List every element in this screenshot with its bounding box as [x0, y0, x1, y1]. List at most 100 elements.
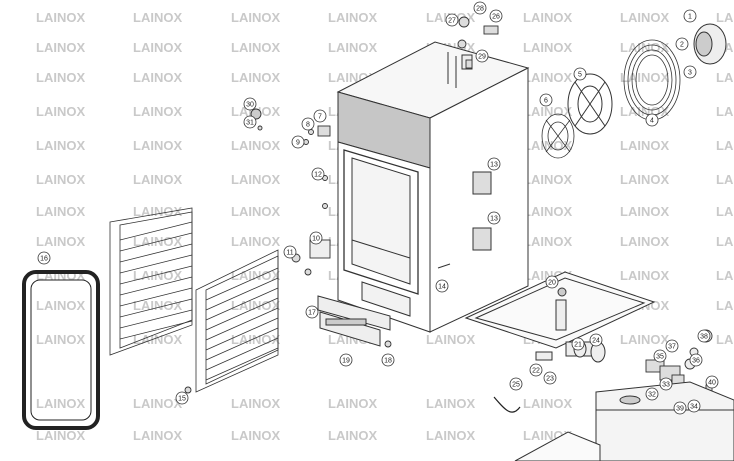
part-number-38: 38 — [697, 329, 711, 343]
balloon-circle — [573, 67, 587, 81]
watermark-text: LAINOX — [716, 204, 734, 219]
balloon-circle — [673, 401, 687, 415]
watermark-text: LAINOX — [426, 396, 475, 411]
balloon-label: 6 — [544, 98, 548, 105]
balloon-label: 8 — [306, 122, 310, 129]
balloon-circle — [645, 113, 659, 127]
hinge-parts — [184, 108, 392, 394]
balloon-circle — [301, 117, 315, 131]
balloon-label: 38 — [700, 334, 708, 341]
watermark-text: LAINOX — [133, 104, 182, 119]
balloon-label: 34 — [690, 404, 698, 411]
watermark-text: LAINOX — [716, 298, 734, 313]
rack-slat — [119, 221, 193, 241]
watermark-text: LAINOX — [36, 298, 85, 313]
part-number-18: 18 — [381, 353, 395, 367]
bottom-panel — [514, 431, 601, 461]
top-fittings — [457, 16, 499, 69]
balloon-label: 35 — [656, 354, 664, 361]
part-number-34: 34 — [687, 399, 701, 413]
balloon-circle — [689, 353, 703, 367]
part-number-39: 39 — [673, 401, 687, 415]
balloon-circle — [509, 377, 523, 391]
balloon-label: 17 — [308, 310, 316, 317]
part-number-14: 14 — [435, 279, 449, 293]
balloon-label: 37 — [668, 344, 676, 351]
watermark-text: LAINOX — [133, 10, 182, 25]
part-number-37: 37 — [665, 339, 679, 353]
part-number-35: 35 — [653, 349, 667, 363]
watermark-text: LAINOX — [231, 70, 280, 85]
rack-slat — [119, 232, 193, 252]
balloon-label: 24 — [592, 338, 600, 345]
part-number-2: 2 — [675, 37, 689, 51]
part-number-31: 31 — [243, 115, 257, 129]
balloon-label: 2 — [680, 42, 684, 49]
watermark-text: LAINOX — [231, 396, 280, 411]
balloon-circle — [175, 391, 189, 405]
balloon-label: 14 — [438, 284, 446, 291]
watermark-text: LAINOX — [36, 138, 85, 153]
watermark-text: LAINOX — [231, 428, 280, 443]
fan-guard — [541, 113, 575, 159]
part-number-17: 17 — [305, 305, 319, 319]
balloon-label: 30 — [246, 102, 254, 109]
watermark-text: LAINOX — [231, 234, 280, 249]
part-number-36: 36 — [689, 353, 703, 367]
watermark-text: LAINOX — [36, 396, 85, 411]
rack-slat — [119, 243, 193, 263]
part-number-9: 9 — [291, 135, 305, 149]
watermark-text: LAINOX — [231, 10, 280, 25]
part-number-40: 40 — [705, 375, 719, 389]
watermark-text: LAINOX — [133, 40, 182, 55]
balloon-label: 32 — [648, 392, 656, 399]
balloon-label: 26 — [492, 14, 500, 21]
rack-slat — [205, 267, 279, 301]
balloon-circle — [435, 279, 449, 293]
watermark-text: LAINOX — [133, 332, 182, 347]
watermark-text: LAINOX — [133, 70, 182, 85]
rack-slat — [205, 327, 279, 361]
watermark-text: LAINOX — [231, 298, 280, 313]
balloon-circle — [539, 93, 553, 107]
part-number-19: 19 — [339, 353, 353, 367]
rack-slat — [205, 317, 279, 351]
balloon-circle — [283, 245, 297, 259]
part-number-25: 25 — [509, 377, 523, 391]
watermark-text: LAINOX — [620, 268, 669, 283]
part-number-16: 16 — [37, 251, 51, 265]
balloon-circle — [589, 333, 603, 347]
rack-slat — [119, 309, 193, 329]
bottom-control-box — [595, 381, 734, 461]
balloon-label: 4 — [650, 118, 654, 125]
watermark-text: LAINOX — [523, 396, 572, 411]
part-number-8: 8 — [301, 117, 315, 131]
watermark-text: LAINOX — [36, 10, 85, 25]
part-number-5: 5 — [573, 67, 587, 81]
watermark-text: LAINOX — [36, 40, 85, 55]
balloon-label: 36 — [692, 358, 700, 365]
part-number-27: 27 — [445, 13, 459, 27]
part-number-1: 1 — [683, 9, 697, 23]
balloon-label: 40 — [708, 380, 716, 387]
watermark-text: LAINOX — [328, 10, 377, 25]
watermark-text: LAINOX — [133, 298, 182, 313]
balloon-label: 39 — [676, 406, 684, 413]
part-number-23: 23 — [543, 371, 557, 385]
part-number-29: 29 — [475, 49, 489, 63]
fan-blower — [567, 73, 613, 135]
part-number-20: 20 — [545, 275, 559, 289]
watermark-text: LAINOX — [620, 104, 669, 119]
balloon-circle — [659, 377, 673, 391]
part-number-11: 11 — [283, 245, 297, 259]
watermark-text: LAINOX — [523, 172, 572, 187]
watermark-text: LAINOX — [716, 138, 734, 153]
balloon-circle — [697, 329, 711, 343]
watermark-text: LAINOX — [231, 172, 280, 187]
balloon-label: 31 — [246, 120, 254, 127]
watermark-text: LAINOX — [328, 428, 377, 443]
watermark-text: LAINOX — [523, 70, 572, 85]
balloon-label: 13 — [490, 162, 498, 169]
balloon-circle — [309, 231, 323, 245]
watermark-text: LAINOX — [523, 40, 572, 55]
